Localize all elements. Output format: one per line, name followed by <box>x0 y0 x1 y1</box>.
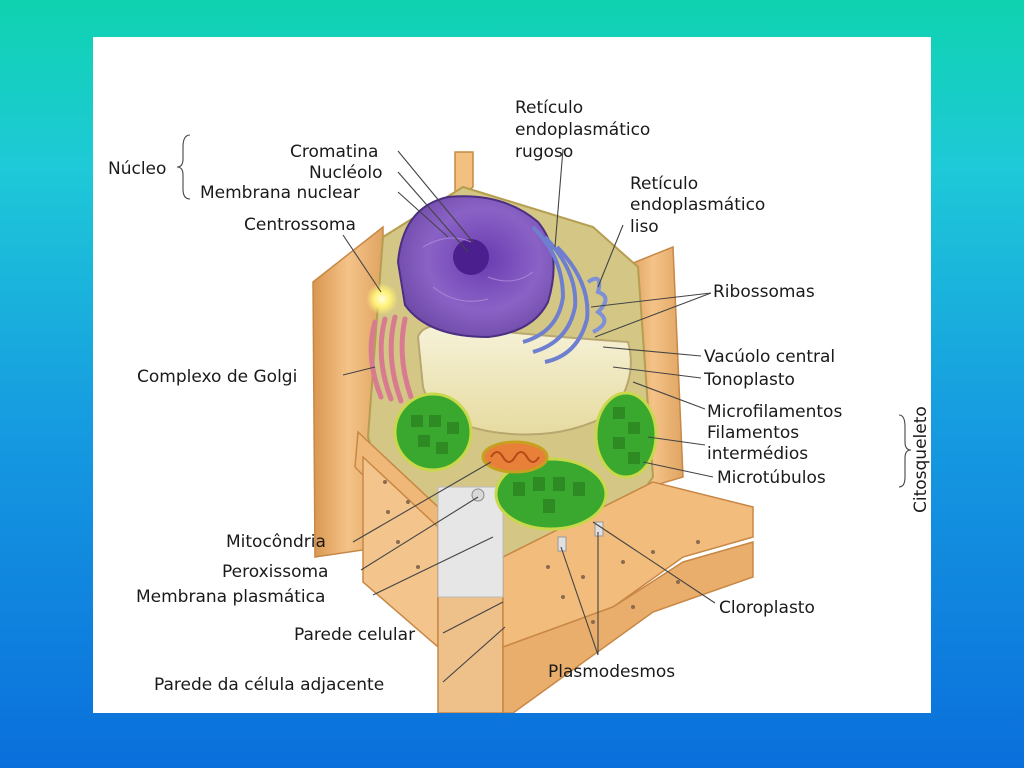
label-cromatina: Cromatina <box>290 142 378 162</box>
label-filamentos-2: intermédios <box>707 444 808 464</box>
smooth-er <box>586 276 608 334</box>
label-reticulo-liso-1: Retículo <box>630 174 698 194</box>
label-reticulo-liso-3: liso <box>630 217 659 237</box>
label-complexo-golgi: Complexo de Golgi <box>137 367 297 387</box>
label-microfilamentos: Microfilamentos <box>707 402 842 422</box>
label-nucleo: Núcleo <box>108 159 166 179</box>
mitochondrion-cristae <box>490 451 540 463</box>
label-reticulo-rugoso-3: rugoso <box>515 142 573 162</box>
peroxisome <box>471 488 485 502</box>
label-reticulo-liso-2: endoplasmático <box>630 195 765 215</box>
membrane-cut-view <box>437 486 504 598</box>
chloroplast-center <box>494 457 608 531</box>
label-centrossoma: Centrossoma <box>244 215 356 235</box>
chromatin <box>422 237 534 302</box>
label-ribossomas: Ribossomas <box>713 282 815 302</box>
label-plasmodesmos: Plasmodesmos <box>548 662 675 682</box>
label-mitocondria: Mitocôndria <box>226 532 326 552</box>
label-tonoplasto: Tonoplasto <box>703 370 795 390</box>
label-parede-celular: Parede celular <box>294 625 415 645</box>
cell-wall-front-right-lower <box>502 541 754 713</box>
label-microtubulos: Microtúbulos <box>717 468 826 488</box>
label-cloroplasto: Cloroplasto <box>719 598 815 618</box>
label-membrana-plasmatica: Membrana plasmática <box>136 587 325 607</box>
plasmodesmata-dots <box>383 480 700 624</box>
nucleolus <box>453 239 489 275</box>
label-nucleolo: Nucléolo <box>309 163 383 183</box>
label-citosqueleto: Citosqueleto <box>911 406 931 513</box>
rough-er <box>522 225 590 364</box>
cell-illustration <box>312 151 754 713</box>
label-membrana-nuclear: Membrana nuclear <box>200 183 360 203</box>
leader-lines <box>176 134 912 683</box>
label-reticulo-rugoso-1: Retículo <box>515 98 583 118</box>
chloroplast-left <box>393 392 473 472</box>
labels: Núcleo Cromatina Nucléolo Membrana nucle… <box>108 98 931 695</box>
golgi-apparatus <box>368 314 414 404</box>
plant-cell-diagram: Núcleo Cromatina Nucléolo Membrana nucle… <box>108 98 931 713</box>
slide-panel: Núcleo Cromatina Nucléolo Membrana nucle… <box>93 37 931 713</box>
label-reticulo-rugoso-2: endoplasmático <box>515 120 650 140</box>
chloroplast-right <box>594 391 658 479</box>
centrosome <box>366 283 398 315</box>
label-peroxissoma: Peroxissoma <box>222 562 328 582</box>
label-filamentos-1: Filamentos <box>707 423 799 443</box>
label-vacuolo-central: Vacúolo central <box>704 347 835 367</box>
label-parede-adjacente: Parede da célula adjacente <box>154 675 384 695</box>
